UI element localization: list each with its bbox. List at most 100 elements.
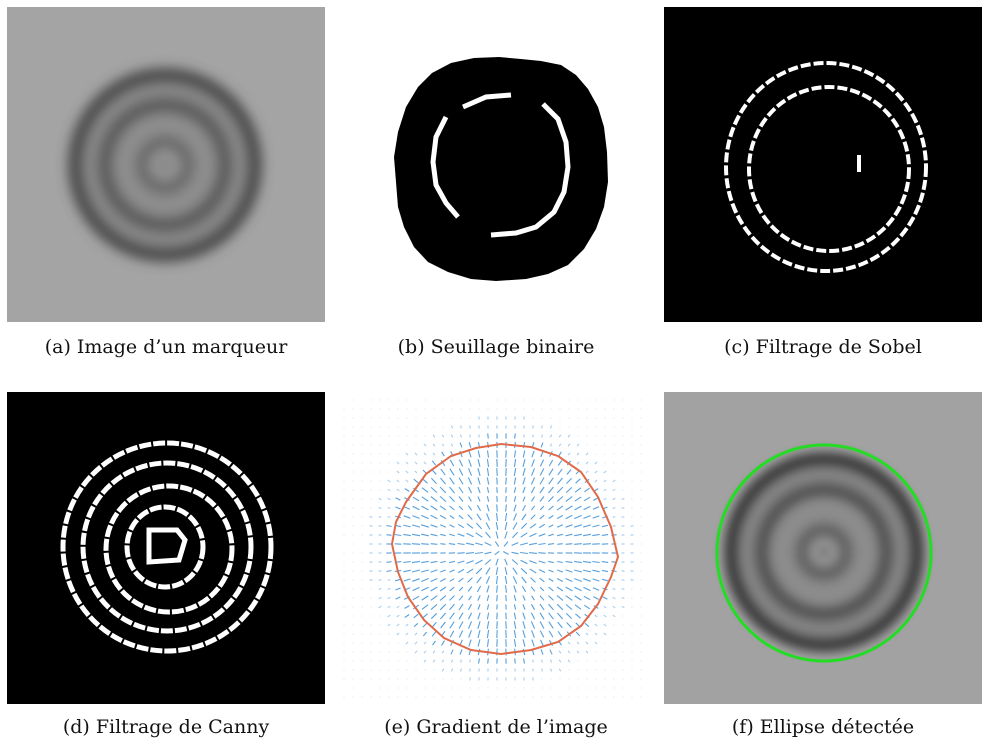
gradient-arrow [539,577,545,583]
gradient-arrow [575,478,581,484]
gradient-arrow [396,632,400,636]
gradient-arrow [378,497,382,501]
gradient-arrow [613,660,615,662]
gradient-arrow [622,615,624,617]
gradient-arrow [352,696,354,698]
gradient-arrow [631,426,633,428]
gradient-arrow [631,669,633,671]
gradient-arrow [621,596,625,600]
gradient-arrow [486,594,490,602]
gradient-arrow [538,569,546,573]
gradient-arrow [531,450,535,458]
gradient-arrow [343,453,345,455]
gradient-arrow [565,595,573,601]
gradient-arrow [577,435,579,437]
gradient-arrow [592,524,600,528]
gradient-arrow [603,497,607,501]
gradient-arrow [631,615,633,617]
gradient-arrow [450,659,454,663]
gradient-arrow [468,496,472,502]
gradient-arrow [631,660,633,662]
gradient-arrow [539,468,545,476]
gradient-arrow [421,487,429,493]
caption-c: (c) Filtrage de Sobel [724,336,922,358]
gradient-arrow [352,678,354,680]
gradient-arrow [440,560,446,564]
gradient-arrow [640,408,642,410]
gradient-arrow [640,651,642,653]
gradient-arrow [343,624,345,626]
gradient-arrow [379,696,381,698]
gradient-arrow [548,569,554,573]
gradient-arrow [505,621,507,629]
gradient-arrow [548,496,554,502]
gradient-arrow [458,621,464,629]
gradient-arrow [640,417,642,419]
gradient-arrow [343,678,345,680]
gradient-arrow [403,560,411,564]
gradient-arrow [496,585,498,593]
gradient-arrow [604,687,606,689]
gradient-arrow [475,567,483,575]
gradient-arrow [584,622,590,628]
gradient-arrow [485,567,491,575]
gradient-arrow [514,658,516,664]
gradient-arrow [612,596,616,600]
gradient-arrow [458,514,464,520]
gradient-arrow [449,603,455,611]
gradient-arrow [540,425,544,429]
gradient-arrow [631,417,633,419]
gradient-arrow [613,624,615,626]
gradient-arrow [405,461,409,465]
gradient-arrow [575,613,581,619]
gradient-arrow [567,452,571,456]
gradient-arrow [475,551,483,555]
gradient-arrow [622,417,624,419]
gradient-arrow [387,614,391,618]
gradient-arrow [512,513,518,521]
gradient-arrow [622,678,624,680]
gradient-arrow [640,399,642,401]
gradient-arrow [415,426,417,428]
gradient-arrow [468,603,472,611]
gradient-arrow [557,569,563,573]
gradient-arrow [612,479,616,483]
gradient-arrow [585,641,589,645]
gradient-arrow [467,468,473,476]
gradient-arrow [421,560,429,564]
gradient-arrow [630,579,634,581]
gradient-arrow [449,486,455,494]
gradient-arrow [640,444,642,446]
gradient-arrow [361,453,363,455]
gradient-arrow [522,459,526,467]
gradient-arrow [567,659,571,663]
gradient-arrow [467,577,473,583]
gradient-arrow [441,640,445,646]
gradient-arrow [370,696,372,698]
gradient-arrow [459,668,463,672]
gradient-arrow [532,425,534,429]
gradient-arrow [466,560,474,564]
gradient-arrow [388,426,390,428]
gradient-arrow [513,504,517,512]
gradient-arrow [604,642,606,644]
gradient-arrow [530,477,536,485]
gradient-arrow [476,576,482,584]
gradient-arrow [415,399,417,401]
gradient-arrow [450,425,454,429]
gradient-arrow [593,596,599,600]
gradient-arrow [539,486,545,494]
gradient-arrow [622,633,624,635]
gradient-arrow [448,543,456,545]
gradient-arrow [449,468,455,476]
gradient-arrow [387,596,391,600]
gradient-arrow [424,435,426,437]
gradient-arrow [594,461,598,465]
gradient-arrow [378,587,382,591]
gradient-arrow [574,569,582,573]
gradient-arrow [403,533,411,537]
gradient-arrow [631,471,633,473]
gradient-arrow [457,560,465,564]
gradient-arrow [378,516,382,518]
gradient-arrow [530,505,536,511]
